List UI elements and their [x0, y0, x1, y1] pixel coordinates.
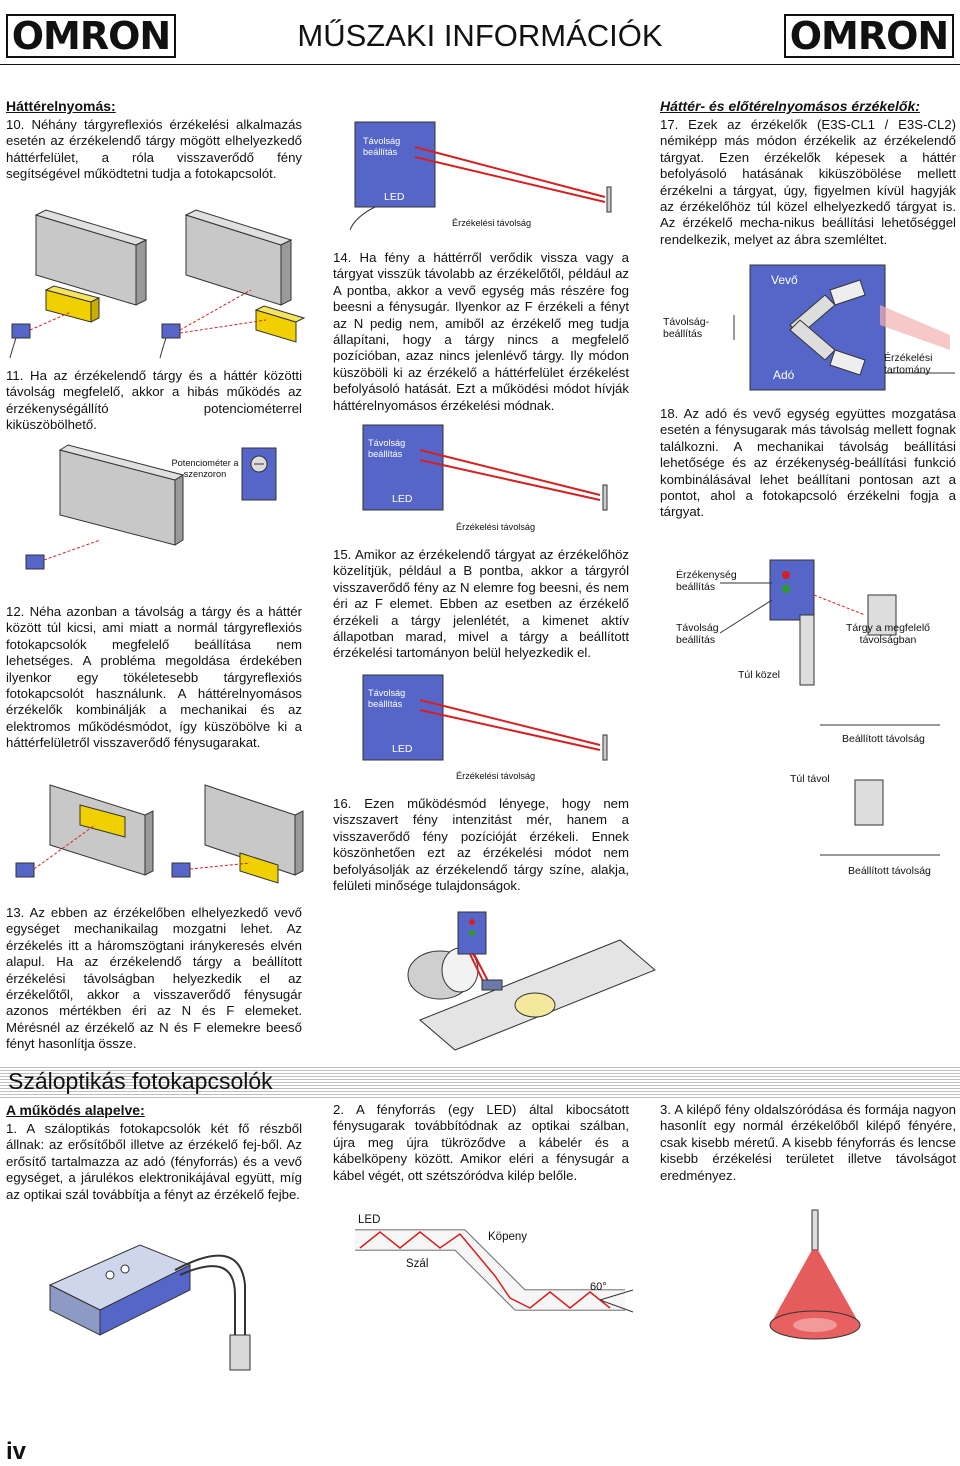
figure-sender-receiver [733, 264, 955, 391]
omron-logo-left: OMRON [6, 14, 176, 58]
paragraph-11: 11. Ha az érzékelendő tárgy és a háttér … [6, 368, 302, 433]
section-heading-hatterelnyomas: Háttérelnyomás: [6, 98, 116, 114]
fiber-core-label: Szál [406, 1258, 429, 1270]
figure-background-suppression [15, 784, 304, 884]
set-distance-label-1: Beállított távolság [842, 733, 925, 745]
figure-potentiometer [25, 444, 277, 570]
omron-logo-right: OMRON [784, 14, 954, 58]
diagram-led-b: LED [392, 493, 413, 505]
diagram-led-a: LED [384, 191, 405, 203]
fiber-paragraph-3: 3. A kilépő fény oldalszóródása és formá… [660, 1102, 956, 1183]
figure-object-reflection [9, 209, 306, 359]
diagram-range-a: Érzékelési távolság [452, 218, 532, 228]
angle-label: 60° [590, 1281, 607, 1293]
too-close-label: Túl közel [738, 669, 781, 681]
page-number: iv [6, 1438, 27, 1465]
paragraph-12: 12. Néha azonban a távolság a tárgy és a… [6, 604, 302, 751]
distance-adjust-label: Távolság-beállítás [663, 316, 710, 340]
figure-fiber-amplifier [48, 1244, 251, 1371]
paragraph-10: 10. Néhány tárgyreflexiós érzékelési alk… [6, 117, 302, 182]
figure-distance-setting-c [362, 674, 608, 761]
section-band [0, 1066, 960, 1098]
page-title: MŰSZAKI INFORMÁCIÓK [297, 18, 663, 53]
figure-distance-range [719, 559, 940, 856]
header-rule [0, 64, 960, 65]
set-distance-label-2: Beállított távolság [848, 865, 931, 877]
diagram-range-c: Érzékelési távolság [456, 771, 536, 781]
figure-distance-setting-a [349, 121, 612, 231]
figure-fiber-reflection [355, 1229, 634, 1313]
receiver-label: Vevő [771, 273, 798, 287]
paragraph-18: 18. Az adó és vevő egység együttes mozga… [660, 406, 956, 520]
figure-light-cone [769, 1209, 861, 1340]
paragraph-14: 14. Ha fény a háttérről verődik vissza v… [333, 250, 629, 413]
fiber-section-title: Száloptikás fotokapcsolók [8, 1068, 273, 1094]
diagram-range-b: Érzékelési távolság [456, 522, 536, 532]
paragraph-15: 15. Amikor az érzékelendő tárgyat az érz… [333, 547, 629, 661]
section-heading-hatter-eloter: Háttér- és előtérelnyomásos érzékelők: [660, 98, 920, 114]
fiber-paragraph-1: 1. A száloptikás fotokapcsolók két fő ré… [6, 1121, 302, 1202]
fiber-subheading: A működés alapelve: [6, 1102, 145, 1118]
paragraph-16: 16. Ezen működésmód lényege, hogy nem vi… [333, 796, 629, 894]
fiber-paragraph-2: 2. A fényforrás (egy LED) által kibocsát… [333, 1102, 629, 1183]
too-far-label: Túl távol [790, 773, 830, 785]
transmitter-label: Adó [773, 368, 795, 382]
led-label: LED [358, 1214, 381, 1226]
diagram-led-c: LED [392, 743, 413, 755]
paragraph-17: 17. Ezek az érzékelők (E3S-CL1 / E3S-CL2… [660, 117, 956, 247]
figure-conveyor-sensor [407, 911, 656, 1051]
figure-distance-setting-b [362, 424, 608, 511]
paragraph-13: 13. Az ebben az érzékelőben elhelyezkedő… [6, 905, 302, 1052]
cladding-label: Köpeny [488, 1231, 528, 1243]
